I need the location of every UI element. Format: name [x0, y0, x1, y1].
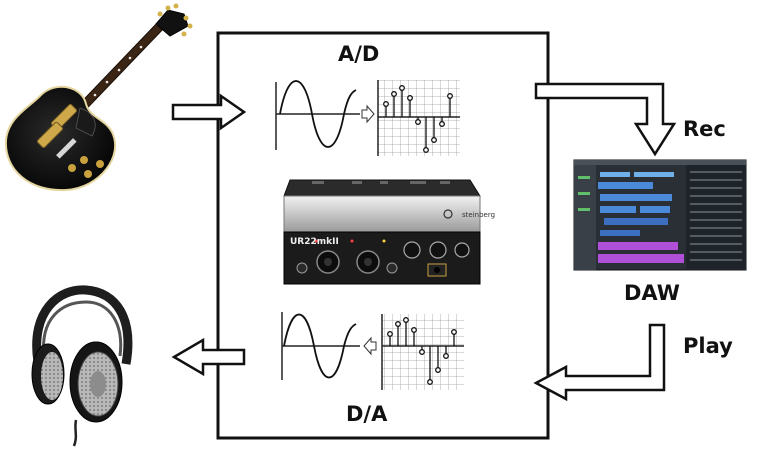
interface-brand-label: steinberg: [462, 211, 495, 219]
daw-screenshot-icon: [573, 159, 747, 271]
interface-model-label: UR22mkII: [290, 237, 339, 247]
output-arrow: [171, 337, 246, 377]
play-label: Play: [683, 334, 733, 358]
ad-label: A/D: [338, 42, 380, 66]
da-label: D/A: [346, 402, 388, 426]
converter-box: [216, 31, 550, 440]
ad-convert-arrow-icon: [361, 104, 375, 124]
play-arrow: [533, 323, 666, 402]
rec-label: Rec: [683, 117, 726, 141]
headphones-icon: [31, 285, 133, 447]
electric-guitar-icon: [4, 3, 193, 192]
audio-interface-icon: [283, 179, 481, 285]
da-digital-stem-panel: [381, 314, 464, 390]
rec-arrow: [534, 82, 677, 157]
ad-analog-wave-panel: [275, 80, 360, 150]
ad-digital-stem-panel: [377, 80, 460, 156]
da-convert-arrow-icon: [363, 336, 377, 356]
input-arrow: [171, 93, 247, 131]
daw-label: DAW: [624, 281, 680, 305]
da-analog-wave-panel: [281, 312, 360, 380]
